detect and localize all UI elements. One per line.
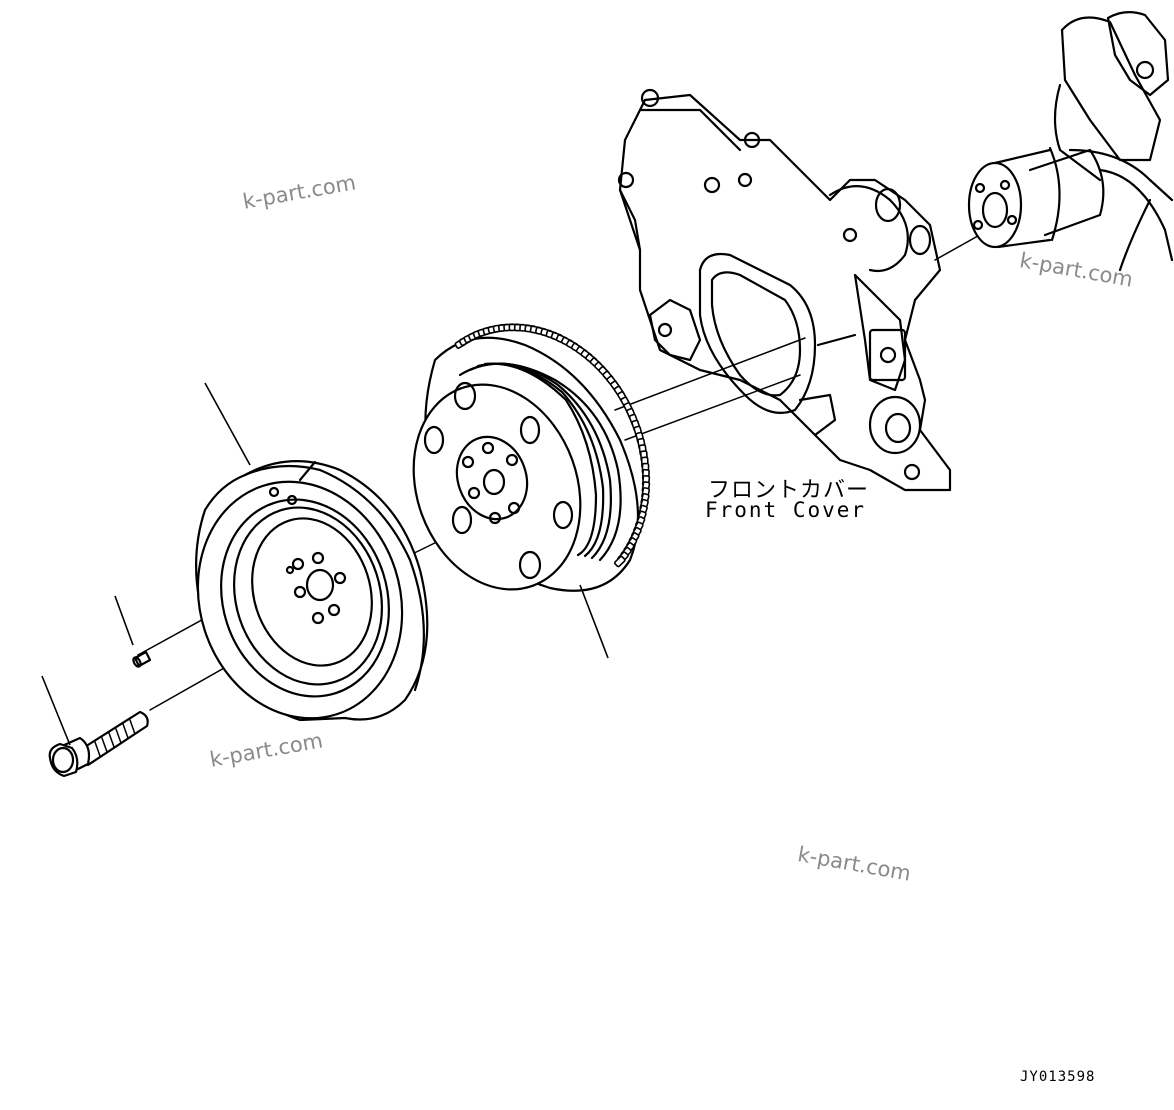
sensor-ring-tooth [613, 555, 626, 568]
front-cover [617, 88, 952, 492]
damper [195, 460, 429, 722]
crankshaft [967, 11, 1174, 272]
drawing-code: JY013598 [1020, 1069, 1096, 1085]
front-cover-label-en: Front Cover [705, 498, 867, 522]
crank-pulley-with-sensor-ring [412, 323, 651, 592]
bolt [48, 710, 149, 778]
dowel-pin [132, 650, 152, 668]
front-cover-label-jp: フロントカバー [708, 478, 870, 503]
leader-lines [41, 382, 609, 746]
sensor-ring-teeth [454, 323, 651, 568]
